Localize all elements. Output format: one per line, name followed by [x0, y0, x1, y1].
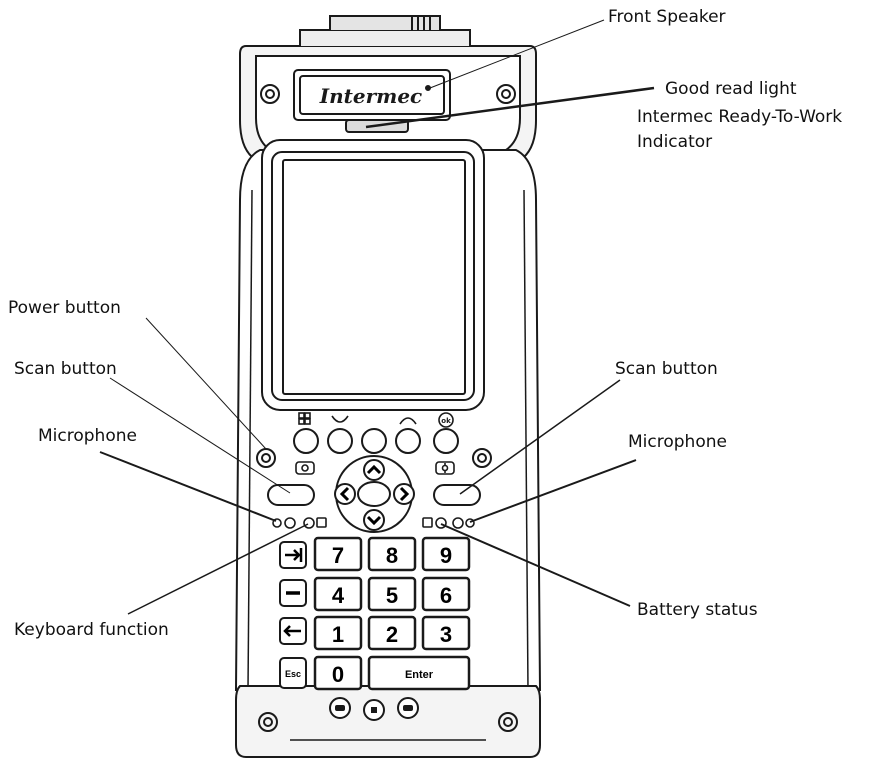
camera-icon — [295, 461, 315, 475]
key-6[interactable] — [421, 576, 471, 612]
keypad: Esc 7 8 9 4 5 6 1 2 3 0 Enter — [279, 536, 471, 691]
function-button-row — [293, 428, 459, 454]
windows-button[interactable] — [293, 428, 319, 454]
tab-arrow-icon — [285, 548, 303, 562]
indicator-right-a — [452, 517, 464, 529]
ok-icon: ok — [438, 412, 454, 428]
scan-button-left-leader — [109, 377, 291, 494]
end-call-button[interactable] — [395, 428, 421, 454]
key-5[interactable] — [367, 576, 417, 612]
phone-call-icon — [331, 415, 349, 423]
dpad[interactable] — [334, 455, 415, 533]
screw-bottom-right — [498, 712, 518, 732]
screw-top-left — [260, 84, 280, 104]
esc-key-label: Esc — [285, 669, 301, 679]
dpad-down[interactable] — [363, 509, 385, 531]
microphone-right-leader — [469, 459, 637, 523]
front-speaker-leader — [429, 19, 605, 89]
dpad-center-button[interactable] — [357, 481, 391, 507]
bottom-bumper — [235, 685, 541, 758]
key-2-label: 2 — [386, 622, 398, 647]
backlight-icon — [435, 461, 455, 475]
scan-button-right[interactable] — [433, 484, 481, 506]
key-0[interactable] — [313, 655, 363, 691]
key-0-label: 0 — [332, 662, 344, 687]
windows-flag-icon — [298, 412, 311, 425]
key-4-label: 4 — [332, 583, 345, 608]
key-2[interactable] — [367, 615, 417, 651]
scan-button-left[interactable] — [267, 484, 315, 506]
screw-top-right — [496, 84, 516, 104]
dpad-arrows-icon — [339, 464, 410, 526]
front-speaker-dot — [425, 85, 431, 91]
key-8[interactable] — [367, 536, 417, 572]
key-9[interactable] — [421, 536, 471, 572]
label-microphone-left: Microphone — [38, 426, 137, 446]
screw-bottom-left — [258, 712, 278, 732]
label-scan-button-right: Scan button — [615, 359, 718, 379]
label-ready-to-work-line2: Indicator — [637, 132, 712, 152]
dpad-right[interactable] — [393, 483, 415, 505]
dpad-left[interactable] — [334, 483, 356, 505]
key-1-label: 1 — [332, 622, 344, 647]
key-6-label: 6 — [440, 583, 452, 608]
key-8-label: 8 — [386, 543, 398, 568]
label-battery-status: Battery status — [637, 600, 758, 620]
top-ridge — [299, 29, 471, 46]
esc-key[interactable] — [279, 657, 307, 689]
key-5-label: 5 — [386, 583, 398, 608]
phone-end-icon — [399, 417, 417, 425]
label-front-speaker: Front Speaker — [608, 7, 726, 27]
key-1[interactable] — [313, 615, 363, 651]
battery-status-leader — [440, 523, 631, 607]
good-read-light-leader — [365, 86, 655, 129]
svg-text:ok: ok — [441, 417, 451, 425]
label-ready-to-work-line1: Intermec Ready-To-Work — [637, 107, 842, 127]
center-function-button[interactable] — [361, 428, 387, 454]
keyboard-function-indicator — [303, 517, 315, 529]
screen — [282, 159, 466, 395]
key-3-label: 3 — [440, 622, 452, 647]
scan-button-right-leader — [459, 379, 621, 495]
enter-key-label: Enter — [405, 669, 434, 681]
power-button-leader — [145, 317, 267, 450]
label-power-button: Power button — [8, 298, 121, 318]
device-body — [234, 15, 542, 758]
dpad-up[interactable] — [363, 459, 385, 481]
indicator-left-a — [284, 517, 296, 529]
key-9-label: 9 — [440, 543, 452, 568]
call-button[interactable] — [327, 428, 353, 454]
left-arrow-icon — [283, 625, 301, 637]
microphone-left-leader — [99, 451, 277, 522]
ok-button[interactable] — [433, 428, 459, 454]
key-4[interactable] — [313, 576, 363, 612]
battery-icon — [422, 517, 433, 528]
keyboard-function-leader — [127, 523, 309, 615]
callout-lines — [99, 19, 655, 615]
brand-logo: Intermec — [319, 84, 422, 108]
label-microphone-right: Microphone — [628, 432, 727, 452]
label-keyboard-function: Keyboard function — [14, 620, 169, 640]
key-7-label: 7 — [332, 543, 344, 568]
enter-key[interactable] — [367, 655, 471, 691]
key-7[interactable] — [313, 536, 363, 572]
label-good-read-light: Good read light — [665, 79, 797, 99]
label-scan-button-left: Scan button — [14, 359, 117, 379]
screw-mid-right — [472, 448, 492, 468]
keyboard-function-icon — [316, 517, 327, 528]
key-3[interactable] — [421, 615, 471, 651]
